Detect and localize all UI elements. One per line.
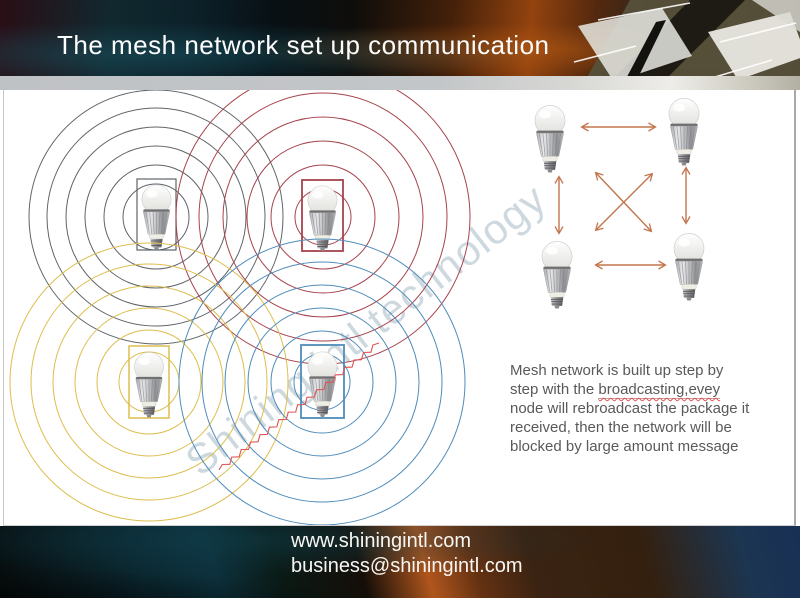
header-divider-band <box>0 76 800 90</box>
light-bulb-icon <box>141 184 172 251</box>
light-bulb-icon <box>673 232 705 301</box>
light-bulb-icon <box>668 97 700 166</box>
mesh-topology-diagram <box>534 97 705 309</box>
header-banner: The mesh network set up communication <box>0 0 800 90</box>
light-bulb-icon <box>307 351 338 418</box>
email-link[interactable]: business@shiningintl.com <box>291 555 523 577</box>
website-link[interactable]: www.shiningintl.com <box>291 530 472 552</box>
header-decoration-shards-icon <box>573 0 800 90</box>
bulb-frame <box>128 345 170 419</box>
light-bulb-icon <box>307 185 338 252</box>
description-after: node will rebroadcast the package it rec… <box>510 400 750 455</box>
mesh-diagram-svg <box>9 90 705 525</box>
signal-cluster-yellow <box>9 242 289 522</box>
light-bulb-icon <box>133 351 165 418</box>
light-bulb-icon <box>534 104 566 173</box>
signal-cluster-gray <box>28 90 284 345</box>
description-before: Mesh network is built up step by step wi… <box>510 362 724 398</box>
signal-cluster-blue <box>178 238 466 525</box>
description-text: Mesh network is built up step by step wi… <box>510 361 752 456</box>
bulb-frame <box>301 179 344 252</box>
link-arrow <box>594 171 653 233</box>
interference-zigzag-line <box>218 342 380 471</box>
slide-title: The mesh network set up communication <box>57 30 550 60</box>
bulb-frame <box>300 344 345 419</box>
footer-banner: www.shiningintl.com business@shiningintl… <box>0 526 800 598</box>
highlighted-phrase: broadcasting,evey <box>598 381 721 399</box>
footer-contact-block: www.shiningintl.com business@shiningintl… <box>291 529 523 579</box>
content-panel: Shining intl technology <box>3 90 796 526</box>
light-bulb-icon <box>541 240 573 309</box>
